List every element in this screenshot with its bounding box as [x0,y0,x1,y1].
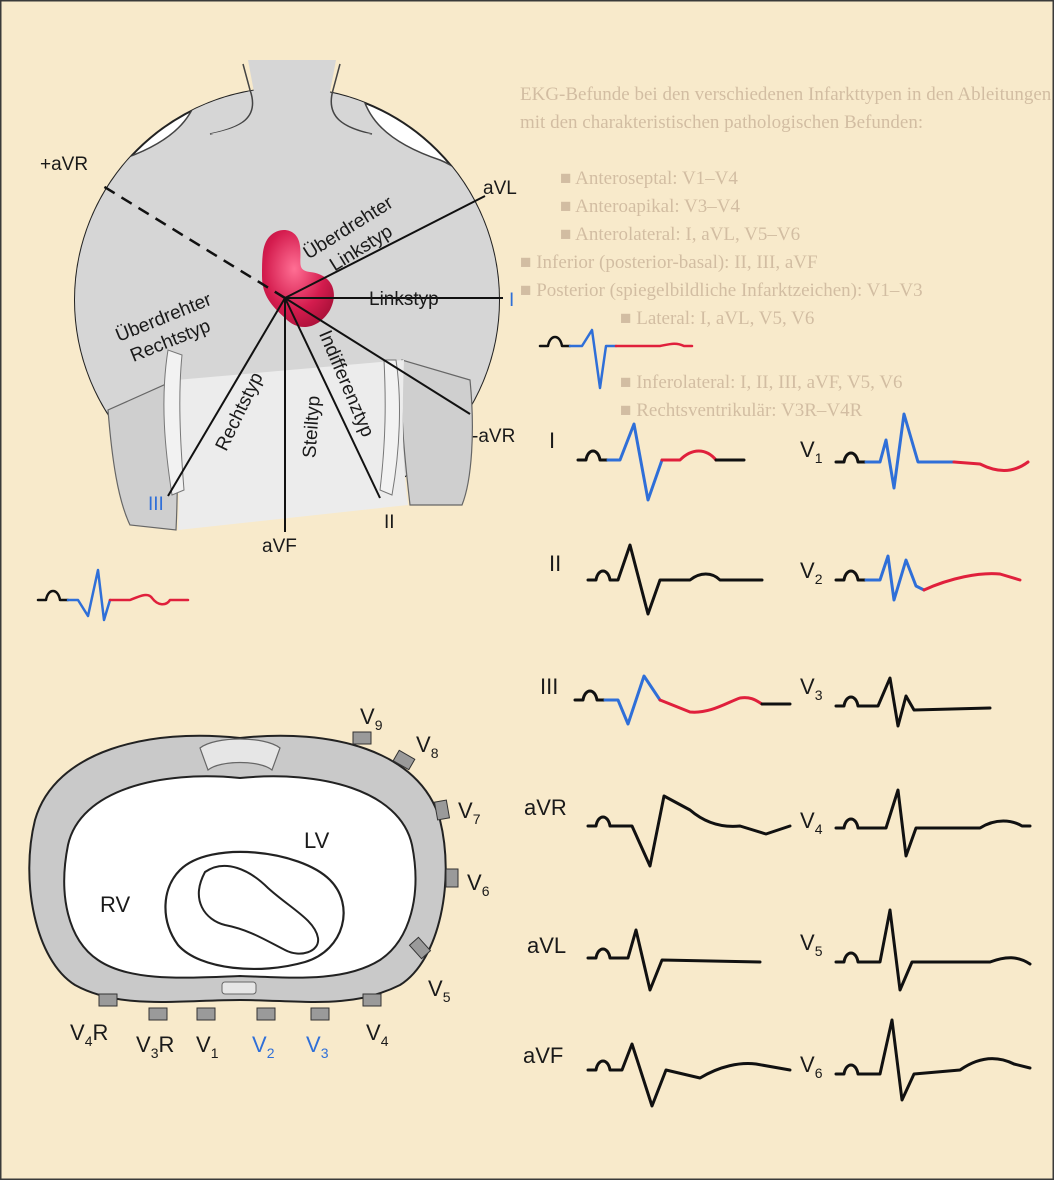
svg-text:■ Anterolateral: I, aVL, V5–V: ■ Anterolateral: I, aVL, V5–V6 [560,224,800,245]
chamber-label-lv: LV [304,828,330,853]
electrode-pad [197,1008,215,1020]
electrode-pad [446,869,458,887]
lead-label-avr: aVR [524,795,567,820]
svg-text:■ Rechtsventrikulär: V3R–V4R: ■ Rechtsventrikulär: V3R–V4R [620,400,863,421]
svg-text:■ Anteroseptal: V1–V4: ■ Anteroseptal: V1–V4 [560,168,738,189]
svg-text:■ Anteroapikal: V3–V4: ■ Anteroapikal: V3–V4 [560,196,740,217]
svg-text:■ Lateral: I, aVL, V5, V6: ■ Lateral: I, aVL, V5, V6 [620,308,814,329]
electrode-pad [363,994,381,1006]
svg-text:EKG-Befunde bei den verschiede: EKG-Befunde bei den verschiedenen Infark… [520,84,1052,105]
lead-label-avl: aVL [527,933,566,958]
axis-label-minus-avr: -aVR [472,426,515,447]
type-label-linkstyp: Linkstyp [369,289,439,310]
axis-label-plus-avr: +aVR [40,154,88,175]
lead-label-i: I [549,428,555,453]
chamber-label-rv: RV [100,892,130,917]
type-label-steiltyp: Steiltyp [299,395,324,459]
electrode-pad [257,1008,275,1020]
svg-text:■ Posterior (spiegelbildliche: ■ Posterior (spiegelbildliche Infarktzei… [520,280,923,301]
lead-label-avf: aVF [523,1043,563,1068]
svg-text:■ Inferior (posterior-basal):: ■ Inferior (posterior-basal): II, III, a… [520,252,818,273]
sternum [222,982,256,994]
electrode-pad [149,1008,167,1020]
axis-label-i: I [509,290,514,311]
axis-label-ii: II [384,512,395,533]
lead-label-iii: III [540,674,558,699]
electrode-pad [311,1008,329,1020]
axis-label-avf: aVF [262,536,297,557]
svg-text:■ Inferolateral: I, II, III,: ■ Inferolateral: I, II, III, aVF, V5, V6 [620,372,903,393]
axis-label-iii: III [148,494,164,515]
electrode-pad [353,732,371,744]
electrode-pad [99,994,117,1006]
lead-label-ii: II [549,551,561,576]
electrode-pad [435,800,450,820]
svg-text:mit den charakteristischen pat: mit den charakteristischen pathologische… [520,112,923,133]
axis-label-avl: aVL [483,178,517,199]
svg-text:Steiltyp: Steiltyp [299,395,324,459]
